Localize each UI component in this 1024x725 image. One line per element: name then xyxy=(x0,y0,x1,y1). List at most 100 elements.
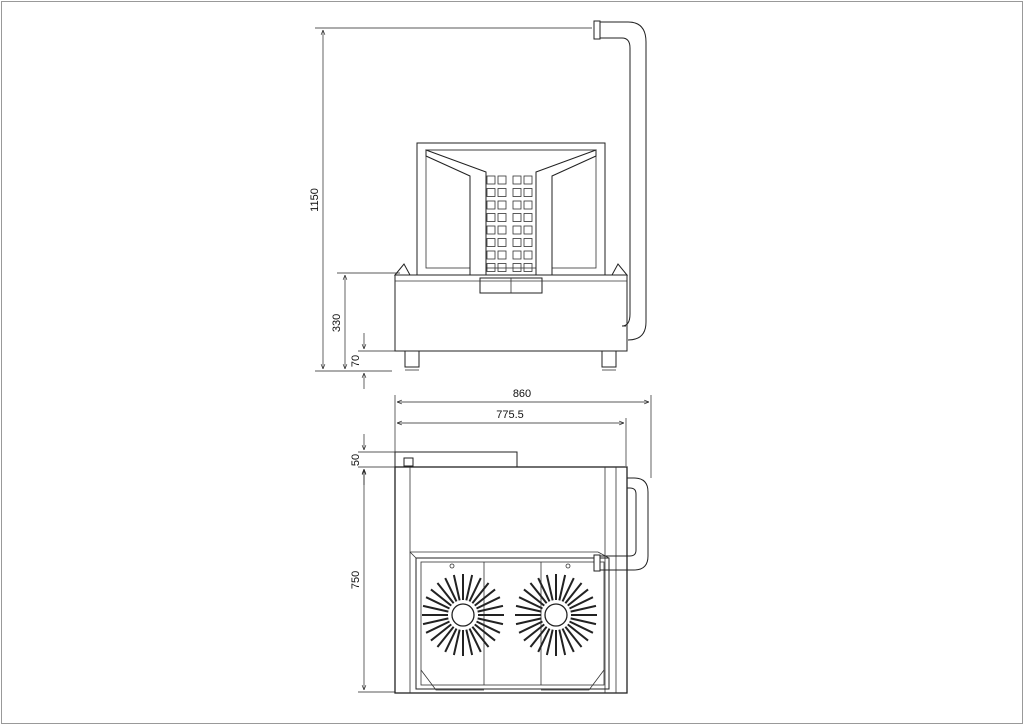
fan-blade xyxy=(444,577,458,602)
mesh-cell xyxy=(512,188,522,197)
fan-blade xyxy=(477,617,504,626)
fan-blade xyxy=(515,617,542,626)
mesh-cell xyxy=(512,213,522,222)
mesh-cell xyxy=(486,225,496,235)
dim-inner-width: 775.5 xyxy=(397,409,627,466)
fan-blade xyxy=(471,626,490,648)
fan-hub xyxy=(451,603,475,627)
fan-blade xyxy=(567,588,589,607)
fan-blade xyxy=(474,588,496,607)
front-basket xyxy=(416,142,606,294)
mesh-cell xyxy=(523,238,533,247)
mesh-cell xyxy=(486,238,496,247)
fan-blade xyxy=(436,582,455,604)
fan-blade xyxy=(569,596,594,610)
dim-overall-width: 860 xyxy=(394,388,652,478)
mesh-cell xyxy=(512,200,522,210)
dim-top-offset: 50 xyxy=(350,434,395,485)
fan-blade xyxy=(558,629,567,656)
fan-blade xyxy=(465,574,474,601)
mesh-cell xyxy=(523,175,533,185)
fan-blade xyxy=(523,623,545,642)
fan-blade xyxy=(570,604,597,613)
fan-blade xyxy=(430,623,452,642)
mesh-cell xyxy=(512,225,522,235)
mesh-cell xyxy=(497,188,507,197)
fan-blade xyxy=(436,626,455,648)
mesh-cell xyxy=(497,213,507,222)
mesh-cell xyxy=(497,250,507,260)
dim-775-label: 775.5 xyxy=(496,409,524,421)
dim-860-label: 860 xyxy=(513,388,531,400)
fan-blade xyxy=(570,617,597,626)
fan-blade xyxy=(545,629,554,656)
front-base xyxy=(393,263,629,371)
fan-blade xyxy=(468,577,482,602)
mesh-cell xyxy=(523,200,533,210)
fan-blade xyxy=(561,577,575,602)
fan-right xyxy=(515,574,597,656)
front-view: 1150 330 70 xyxy=(309,20,647,389)
dim-50-label: 50 xyxy=(350,454,362,466)
mesh-cell xyxy=(486,200,496,210)
mesh-cell xyxy=(497,200,507,210)
mesh-cell xyxy=(497,225,507,235)
mesh-cell xyxy=(497,238,507,247)
fan-blade xyxy=(474,623,496,642)
fan-blade xyxy=(515,604,542,613)
mesh-cell xyxy=(512,250,522,260)
top-body xyxy=(394,466,628,694)
fan-blade xyxy=(564,582,583,604)
dim-1150-label: 1150 xyxy=(309,188,321,212)
fan-blade xyxy=(567,623,589,642)
dim-depth: 750 xyxy=(350,470,395,693)
mesh-cell xyxy=(512,238,522,247)
dim-330-label: 330 xyxy=(331,314,343,332)
mesh-cell xyxy=(523,250,533,260)
mesh-cell xyxy=(512,263,522,272)
fan-blade xyxy=(422,604,449,613)
dim-leg-height: 70 xyxy=(350,333,402,389)
mesh-cell xyxy=(486,175,496,185)
mesh-cell xyxy=(486,263,496,272)
fan-blade xyxy=(476,596,501,610)
fan-blade xyxy=(558,574,567,601)
fan-left xyxy=(422,574,504,656)
fan-blade xyxy=(425,620,450,634)
mesh-cell xyxy=(486,213,496,222)
top-handle xyxy=(593,477,649,572)
fan-blade xyxy=(477,604,504,613)
fan-blade xyxy=(523,588,545,607)
top-view: 860 775.5 xyxy=(350,388,652,694)
fan-blade xyxy=(518,596,543,610)
fan-blade xyxy=(537,577,551,602)
mesh-cell xyxy=(523,263,533,272)
mesh-cell xyxy=(512,175,522,185)
dim-70-label: 70 xyxy=(350,355,362,367)
mesh-cell xyxy=(523,213,533,222)
fan-blade xyxy=(569,620,594,634)
fan-blade xyxy=(425,596,450,610)
fan-blade xyxy=(465,629,474,656)
fan-blade xyxy=(468,628,482,653)
mesh-cell xyxy=(486,188,496,197)
fan-blade xyxy=(545,574,554,601)
fan-blade xyxy=(476,620,501,634)
fan-blade xyxy=(537,628,551,653)
fan-blade xyxy=(529,626,548,648)
fan-blade xyxy=(564,626,583,648)
fan-blade xyxy=(471,582,490,604)
fan-blade xyxy=(452,629,461,656)
fan-blade xyxy=(444,628,458,653)
fan-blade xyxy=(430,588,452,607)
mesh-cell xyxy=(523,188,533,197)
fan-blade xyxy=(422,617,449,626)
front-handle xyxy=(593,20,647,341)
mesh-cell xyxy=(497,175,507,185)
mesh-cell xyxy=(523,225,533,235)
dim-total-height: 1150 xyxy=(309,27,592,372)
fan-blade xyxy=(561,628,575,653)
mesh-cell xyxy=(497,263,507,272)
